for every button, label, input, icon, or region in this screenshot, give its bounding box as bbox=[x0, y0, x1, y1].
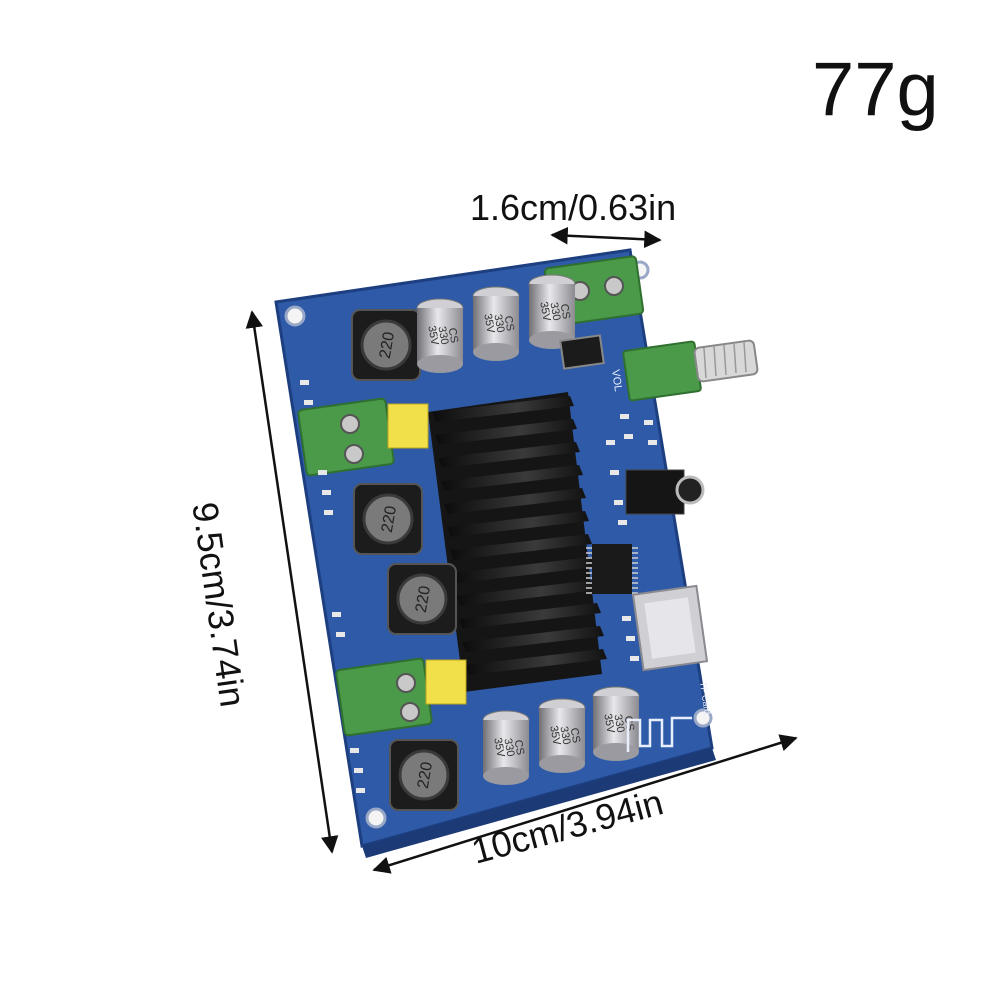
svg-text:220: 220 bbox=[379, 505, 400, 534]
terminal-block-left-bottom bbox=[335, 657, 433, 737]
depth-arrow bbox=[550, 226, 662, 249]
heatsink-fin bbox=[450, 534, 592, 560]
smd-component bbox=[350, 748, 359, 753]
svg-text:220: 220 bbox=[377, 331, 398, 360]
smd-component bbox=[648, 440, 657, 445]
smd-component bbox=[624, 434, 633, 439]
vol-silkscreen: VOL bbox=[609, 369, 624, 392]
terminal-block-left-top bbox=[297, 397, 395, 477]
smd-component bbox=[606, 440, 615, 445]
svg-text:220: 220 bbox=[413, 585, 434, 614]
svg-text:35V: 35V bbox=[425, 325, 440, 347]
svg-text:CS: CS bbox=[446, 327, 460, 344]
heatsink-fin bbox=[459, 603, 601, 629]
heatsink-fin bbox=[453, 557, 595, 583]
smd-component bbox=[322, 490, 331, 495]
tf-card-slot: TF Card bbox=[631, 584, 713, 715]
diode bbox=[559, 334, 605, 370]
smd-component bbox=[354, 768, 363, 773]
ic-chip bbox=[592, 544, 632, 594]
heatsink-fin bbox=[435, 419, 577, 445]
smd-component bbox=[644, 420, 653, 425]
heatsink-fin bbox=[438, 442, 580, 468]
heatsink-fin bbox=[432, 396, 574, 422]
smd-component bbox=[620, 414, 629, 419]
heatsink-fin bbox=[462, 626, 604, 652]
heatsink-fin bbox=[456, 580, 598, 606]
heatsink-fin bbox=[441, 465, 583, 491]
smd-component bbox=[622, 616, 631, 621]
svg-text:330: 330 bbox=[611, 713, 626, 733]
inductor: 220 bbox=[353, 483, 423, 555]
inductor: 220 bbox=[351, 309, 421, 381]
film-capacitor bbox=[387, 403, 429, 449]
svg-text:35V: 35V bbox=[537, 301, 552, 323]
svg-text:CS: CS bbox=[502, 315, 516, 332]
heatsink-fin bbox=[444, 488, 586, 514]
smd-component bbox=[618, 520, 627, 525]
smd-component bbox=[304, 400, 313, 405]
tf-card-silkscreen: TF Card bbox=[698, 681, 712, 715]
svg-text:330: 330 bbox=[491, 313, 506, 333]
smd-component bbox=[332, 612, 341, 617]
svg-text:35V: 35V bbox=[601, 713, 616, 735]
smd-component bbox=[630, 656, 639, 661]
svg-text:CS: CS bbox=[558, 303, 572, 320]
svg-text:330: 330 bbox=[435, 325, 450, 345]
inductor: 220 bbox=[389, 739, 459, 811]
heatsink bbox=[428, 392, 607, 692]
smd-component bbox=[614, 500, 623, 505]
width-arrow bbox=[372, 734, 798, 874]
film-capacitor bbox=[425, 659, 467, 705]
depth-label: 1.6cm/0.63in bbox=[470, 187, 677, 228]
height-arrow bbox=[245, 310, 339, 854]
inductor: 220 bbox=[387, 563, 457, 635]
smd-component bbox=[300, 380, 309, 385]
weight-label: 77g bbox=[812, 47, 939, 132]
smd-component bbox=[356, 788, 365, 793]
audio-jack bbox=[625, 469, 705, 515]
smd-component bbox=[610, 470, 619, 475]
svg-text:330: 330 bbox=[547, 301, 562, 321]
smd-component bbox=[318, 470, 327, 475]
svg-text:35V: 35V bbox=[481, 313, 496, 335]
smd-component bbox=[324, 510, 333, 515]
smd-component bbox=[336, 632, 345, 637]
smd-component bbox=[626, 636, 635, 641]
heatsink-fin bbox=[447, 511, 589, 537]
volume-potentiometer: VOL bbox=[609, 339, 759, 402]
heatsink-fin bbox=[465, 649, 607, 675]
